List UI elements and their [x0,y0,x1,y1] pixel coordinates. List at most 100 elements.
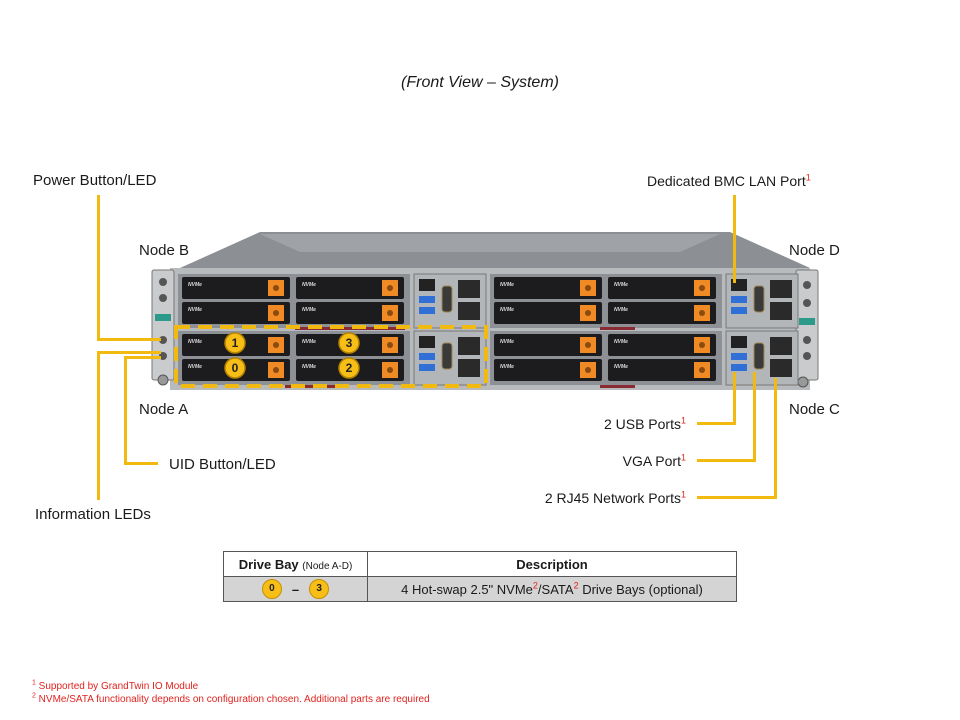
drive-tray [296,302,404,324]
sled-handle [295,327,405,330]
rj45-port [770,359,792,377]
bmc-lan-port [419,336,435,348]
label-bmc-lan-port: Dedicated BMC LAN Port1 [647,172,811,189]
bay-badge-3: 3 [309,579,330,599]
table-row: 0–3 4 Hot-swap 2.5" NVMe2/SATA2 Drive Ba… [223,576,737,602]
drive-tray-label: NVMe [188,364,202,370]
bmc-lan-port [419,279,435,291]
usb-port [731,307,747,314]
usb-callout-line [733,372,736,425]
label-node-d: Node D [789,242,840,259]
drive-tray-label: NVMe [188,339,202,345]
rj45-port [770,302,792,320]
drive-tray-label: NVMe [614,282,628,288]
header-drive-bay: Drive Bay (Node A-D) [223,551,368,577]
info-led-callout-line-h [97,351,161,354]
power-callout-line-h [97,338,161,341]
vga-port [753,342,765,370]
sled-handle [285,385,340,388]
drive-tray [182,302,290,324]
header-description: Description [367,551,737,577]
footnote-1: 1 Supported by GrandTwin IO Module [32,679,199,692]
rj45-callout-line [774,378,777,499]
drive-bay-table: Drive Bay (Node A-D) Description 0–3 4 H… [223,551,737,602]
drive-bay-badge [338,332,360,354]
drive-bay-number: 0 [232,361,239,375]
usb-port [419,307,435,314]
drive-bay-number: 1 [232,336,239,350]
usb-port [419,353,435,360]
drive-bay-number: 2 [346,361,353,375]
label-power-button: Power Button/LED [33,172,157,189]
info-led-callout-line [97,351,100,500]
drive-bay-number: 3 [346,336,353,350]
drive-tray-label: NVMe [500,339,514,345]
drive-tray-label: NVMe [614,307,628,313]
bmc-lan-port [731,336,747,348]
label-uid-button: UID Button/LED [169,456,276,473]
drive-tray-label: NVMe [188,282,202,288]
drive-tray-label: NVMe [302,282,316,288]
drive-tray [494,277,602,299]
sled-handle [600,327,635,330]
drive-tray-label: NVMe [188,307,202,313]
drive-bay-badge [338,357,360,379]
vga-port [441,342,453,370]
rj45-port [770,280,792,298]
power-callout-line [97,195,100,340]
drive-tray [296,277,404,299]
footnote-2: 2 NVMe/SATA functionality depends on con… [32,692,430,705]
drive-tray [494,359,602,381]
rj45-callout-line-h [697,496,777,499]
rj45-port [458,280,480,298]
drive-tray [608,302,716,324]
rj45-port [458,302,480,320]
bmc-callout-line [733,195,736,283]
usb-port [731,296,747,303]
cell-description: 4 Hot-swap 2.5" NVMe2/SATA2 Drive Bays (… [367,576,737,602]
usb-port [419,296,435,303]
label-node-a: Node A [139,401,189,418]
drive-tray-label: NVMe [302,339,316,345]
cell-drive-bay: 0–3 [223,576,368,602]
drive-tray [494,334,602,356]
node-a-outline [174,325,488,388]
uid-button-node-a [159,352,167,360]
uid-callout-line-end [124,462,158,465]
drive-tray [608,334,716,356]
drive-tray-label: NVMe [302,307,316,313]
label-vga-port: VGA Port1 [622,452,686,469]
drive-tray [494,302,602,324]
drive-bay-badge [224,357,246,379]
uid-callout-line-h [124,356,161,359]
usb-port [731,364,747,371]
drive-tray-label: NVMe [614,339,628,345]
vga-port [753,285,765,313]
drive-tray-label: NVMe [500,364,514,370]
label-node-c: Node C [789,401,840,418]
rj45-port [458,337,480,355]
vga-port [441,285,453,313]
table-header-row: Drive Bay (Node A-D) Description [223,551,737,577]
drive-tray-label: NVMe [614,364,628,370]
drive-tray [182,277,290,299]
power-button-node-a [159,336,167,344]
bay-badge-0: 0 [261,579,282,599]
vga-callout-line [753,372,756,462]
label-rj45-ports: 2 RJ45 Network Ports1 [544,489,686,506]
drive-tray-label: NVMe [500,307,514,313]
drive-bay-badge [224,332,246,354]
label-usb-ports: 2 USB Ports1 [603,415,686,432]
rj45-port [458,359,480,377]
usb-callout-line-h [697,422,736,425]
diagram-title: (Front View – System) [401,74,559,91]
drive-tray [608,359,716,381]
label-node-b: Node B [139,242,190,259]
rj45-port [770,337,792,355]
drive-tray-label: NVMe [500,282,514,288]
drive-tray [608,277,716,299]
label-information-leds: Information LEDs [35,506,151,523]
sled-handle [600,385,635,388]
usb-port [419,364,435,371]
